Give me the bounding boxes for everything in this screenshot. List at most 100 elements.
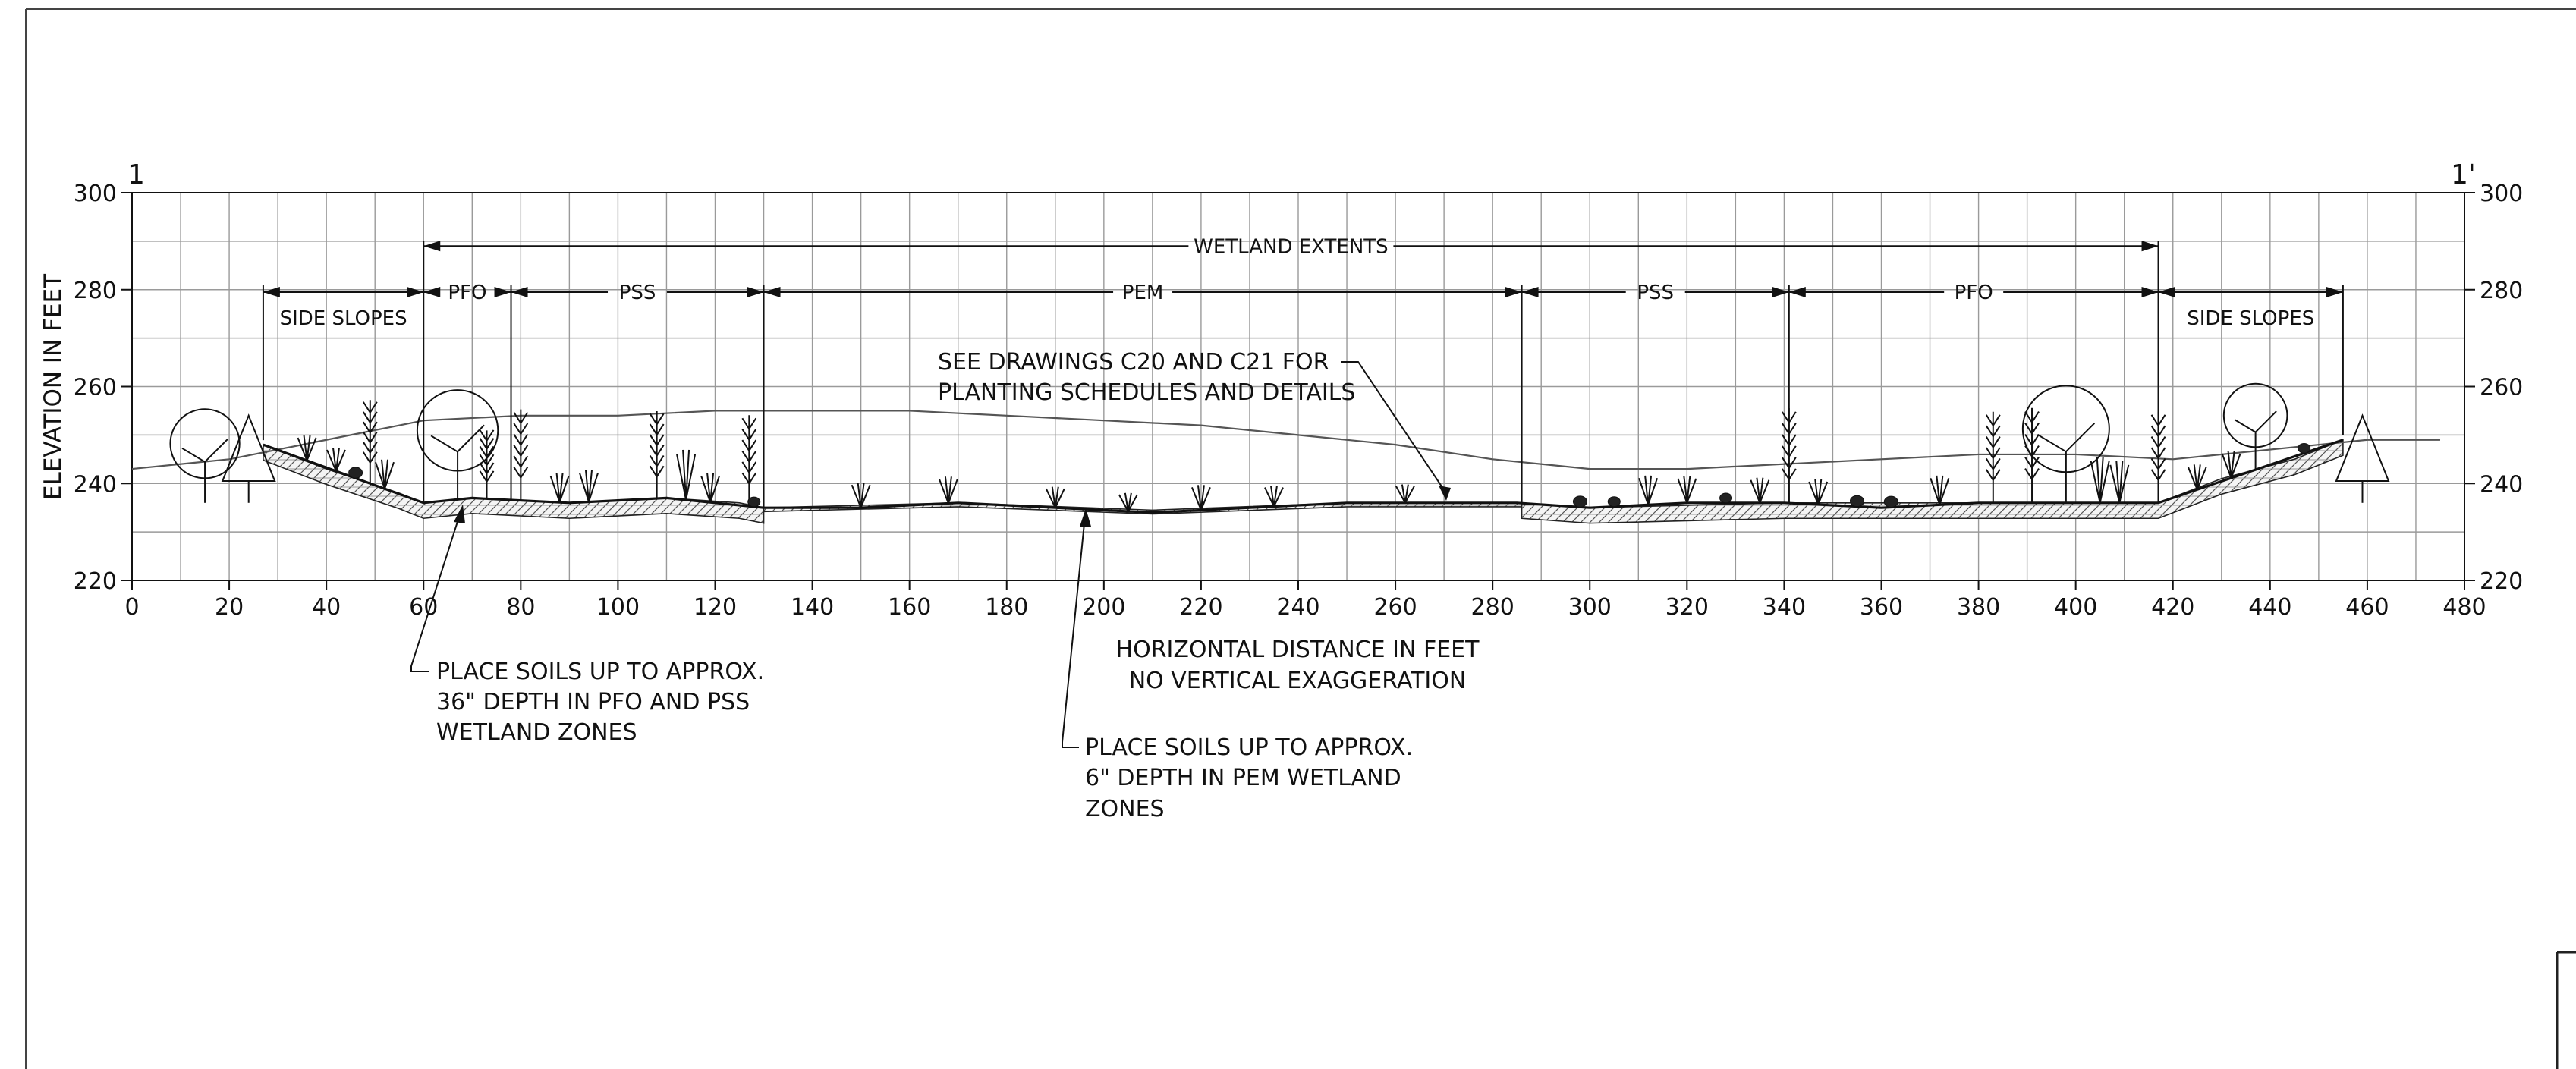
grass-symbol xyxy=(1808,479,1829,505)
reed-symbol xyxy=(479,429,495,499)
dimension-zone-pfo: PFO xyxy=(423,281,511,304)
note-planting-line-1: SEE DRAWINGS C20 AND C21 FOR xyxy=(938,349,1329,376)
grass-symbol xyxy=(938,476,958,504)
grass-symbol xyxy=(1045,486,1065,508)
tree-symbol xyxy=(169,408,241,503)
note-planting: SEE DRAWINGS C20 AND C21 FOR PLANTING SC… xyxy=(938,349,1451,501)
x-tick-label: 360 xyxy=(1860,594,1903,621)
grass-symbol xyxy=(1930,475,1950,505)
x-tick-label: 200 xyxy=(1082,594,1125,621)
note-soils-pem-line-3: ZONES xyxy=(1085,796,1165,822)
dimension-side-slopes: SIDE SLOPES xyxy=(2158,286,2343,330)
dimension-zone-pfo-label: PFO xyxy=(448,281,486,304)
y-tick-label: 260 xyxy=(2480,375,2523,401)
grass-symbol xyxy=(1677,476,1697,504)
proposed-grade-line xyxy=(263,439,2344,514)
note-planting-leader xyxy=(1341,361,1447,494)
note-soils-pem-leader xyxy=(1062,515,1086,748)
x-tick-label: 160 xyxy=(888,594,931,621)
x-tick-label: 400 xyxy=(2054,594,2097,621)
x-tick-label: 180 xyxy=(985,594,1028,621)
y-tick-label: 220 xyxy=(74,568,117,595)
x-tick-label: 320 xyxy=(1665,594,1709,621)
note-soils-pem-line-1: PLACE SOILS UP TO APPROX. xyxy=(1085,734,1413,761)
shrub-symbol xyxy=(1719,492,1733,504)
y-tick-label: 280 xyxy=(2480,278,2523,304)
x-tick-label: 260 xyxy=(1373,594,1417,621)
grass-symbol xyxy=(375,459,395,489)
dimension-zone-pss: PSS xyxy=(511,281,764,304)
grass-symbol xyxy=(1638,475,1659,505)
note-soils-pfo-arrowhead xyxy=(454,505,465,523)
existing-grade-line xyxy=(131,410,2440,470)
x-tick-label: 420 xyxy=(2151,594,2194,621)
reed-symbol xyxy=(1985,411,2001,503)
dimension-zone-pfo-label: PFO xyxy=(1955,281,1993,304)
y-tick-label: 300 xyxy=(2480,181,2523,207)
dimension-side-slopes: SIDE SLOPES xyxy=(263,286,424,330)
x-tick-label: 80 xyxy=(506,594,535,621)
x-tick-label: 280 xyxy=(1471,594,1514,621)
dimension-zone-pss: PSS xyxy=(1521,281,1789,304)
x-tick-label: 40 xyxy=(312,594,341,621)
grass-symbol xyxy=(326,448,346,472)
grass-symbol xyxy=(2090,457,2110,504)
grass-symbol xyxy=(700,473,721,503)
shrub-symbol xyxy=(1607,496,1621,508)
dimension-side-slopes-label: SIDE SLOPES xyxy=(2187,307,2314,330)
soil-layer-east xyxy=(1521,439,2344,524)
grass-symbol xyxy=(1750,477,1770,504)
grass-symbol xyxy=(1190,485,1211,511)
conifer-symbol xyxy=(221,413,276,503)
conifer-symbol xyxy=(2335,413,2390,503)
grass-symbol xyxy=(297,435,317,461)
grass-symbol xyxy=(1118,492,1138,512)
x-axis-title: HORIZONTAL DISTANCE IN FEET xyxy=(1116,637,1480,663)
dimension-side-slopes-label: SIDE SLOPES xyxy=(280,307,407,330)
note-soils-pfo-leader xyxy=(410,509,462,672)
reed-symbol xyxy=(362,400,378,484)
grass-symbol xyxy=(2187,464,2207,490)
dimension-zone-pem-label: PEM xyxy=(1122,281,1164,304)
sheet-border xyxy=(25,8,2576,1069)
note-soils-pem-line-2: 6" DEPTH IN PEM WETLAND xyxy=(1085,765,1401,791)
note-soils-pfo: PLACE SOILS UP TO APPROX. 36" DEPTH IN P… xyxy=(410,505,764,746)
grass-symbol xyxy=(579,470,599,502)
y-tick-label: 220 xyxy=(2480,568,2523,595)
note-soils-pfo-line-3: WETLAND ZONES xyxy=(436,719,637,746)
grass-symbol xyxy=(1264,485,1284,508)
x-tick-label: 240 xyxy=(1276,594,1319,621)
x-tick-label: 100 xyxy=(596,594,640,621)
x-tick-label: 20 xyxy=(215,594,244,621)
tree-symbol xyxy=(416,389,499,500)
note-planting-arrowhead xyxy=(1439,486,1451,501)
tree-symbol xyxy=(2021,385,2110,503)
y-axis-label: ELEVATION IN FEET xyxy=(39,273,67,500)
x-axis-subtitle: NO VERTICAL EXAGGERATION xyxy=(1129,668,1467,694)
grass-symbol xyxy=(2109,461,2130,504)
y-tick-label: 300 xyxy=(74,181,117,207)
reed-symbol xyxy=(513,409,529,501)
shrub-symbol xyxy=(747,496,761,508)
dimension-zone-pem: PEM xyxy=(763,281,1522,304)
x-tick-label: 0 xyxy=(124,594,139,621)
y-tick-label: 280 xyxy=(74,278,117,304)
x-tick-label: 220 xyxy=(1179,594,1222,621)
note-soils-pfo-line-1: PLACE SOILS UP TO APPROX. xyxy=(436,659,764,685)
x-tick-label: 140 xyxy=(791,594,834,621)
grass-symbol xyxy=(676,449,697,501)
x-tick-label: 300 xyxy=(1568,594,1612,621)
x-tick-label: 340 xyxy=(1763,594,1806,621)
grass-symbol xyxy=(2221,451,2241,479)
note-soils-pfo-line-2: 36" DEPTH IN PFO AND PSS xyxy=(436,689,750,715)
dimension-zone-pss-label: PSS xyxy=(619,281,656,304)
grass-symbol xyxy=(1395,484,1415,504)
reed-symbol xyxy=(649,411,665,499)
grass-symbol xyxy=(549,473,570,503)
reed-symbol xyxy=(741,415,757,507)
y-tick-label: 260 xyxy=(74,375,117,401)
placed-soil-layers xyxy=(263,439,2344,524)
